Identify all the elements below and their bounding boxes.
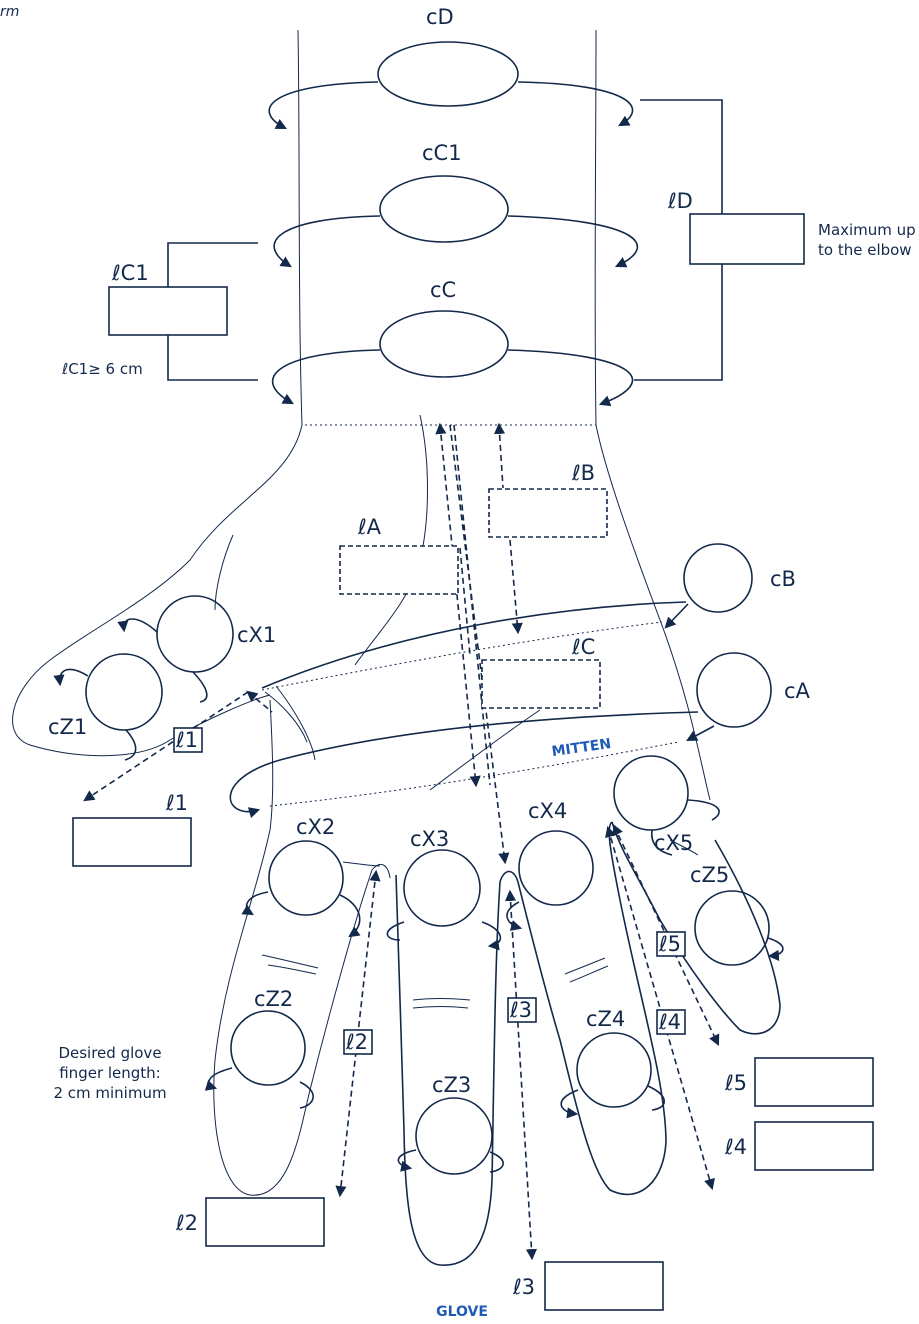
label-cX1: cX1 — [237, 623, 276, 647]
label-cD: cD — [426, 5, 454, 29]
circle-cX3: cX3 — [386, 827, 502, 951]
label-cX3: cX3 — [410, 827, 449, 851]
note-max-elbow-1: Maximum up — [818, 221, 916, 239]
circle-cZ1: cZ1 — [48, 653, 163, 761]
circle-cZ4: cZ4 — [560, 1007, 666, 1119]
svg-text:2 cm minimum: 2 cm minimum — [53, 1084, 166, 1102]
label-lC: ℓC — [571, 635, 595, 659]
label-l1: ℓ1 — [165, 791, 188, 815]
label-cZ1: cZ1 — [48, 715, 87, 739]
length-l4: ℓ4 — [724, 1121, 874, 1171]
label-lB: ℓB — [571, 461, 595, 485]
circle-cX1: cX1 — [117, 595, 276, 703]
circle-cA: cA — [229, 652, 811, 818]
length-l5: ℓ5 — [724, 1057, 874, 1107]
length-arrows — [83, 422, 720, 1261]
circle-cC: cC — [271, 278, 634, 407]
label-cC1: cC1 — [422, 141, 462, 165]
tag-l3: ℓ3 — [507, 997, 537, 1023]
circle-cZ3: cZ3 — [397, 1073, 504, 1175]
svg-text:ℓ3: ℓ3 — [509, 998, 532, 1022]
label-cX2: cX2 — [296, 815, 335, 839]
note-max-elbow-2: to the elbow — [818, 241, 912, 259]
label-cX4: cX4 — [528, 799, 567, 823]
tag-l1: ℓ1 — [173, 727, 203, 753]
label-cZ3: cZ3 — [432, 1073, 471, 1097]
svg-text:finger length:: finger length: — [59, 1064, 161, 1082]
label-cX5: cX5 — [654, 831, 693, 855]
label-l4: ℓ4 — [724, 1135, 747, 1159]
corner-label: rm — [0, 4, 19, 20]
label-lC1: ℓC1 — [111, 261, 149, 285]
circle-cX4: cX4 — [506, 799, 594, 931]
svg-text:ℓ4: ℓ4 — [658, 1010, 681, 1034]
length-l2: ℓ2 — [175, 1197, 325, 1247]
label-cC: cC — [430, 278, 456, 302]
glove-marker: GLOVE — [436, 1304, 488, 1320]
forearm-outline — [297, 29, 597, 426]
label-l5: ℓ5 — [724, 1071, 747, 1095]
length-l1: ℓ1 — [72, 791, 192, 867]
label-lA: ℓA — [357, 515, 382, 539]
svg-text:ℓ5: ℓ5 — [658, 932, 681, 956]
label-cZ2: cZ2 — [254, 987, 293, 1011]
circle-cZ2: cZ2 — [204, 987, 314, 1109]
tag-l5: ℓ5 — [656, 931, 686, 957]
svg-text:ℓ1: ℓ1 — [175, 728, 198, 752]
label-l3: ℓ3 — [512, 1275, 535, 1299]
label-cB: cB — [770, 567, 796, 591]
length-lB: ℓB — [488, 461, 608, 538]
length-lA: ℓA — [339, 515, 459, 595]
label-lD: ℓD — [667, 189, 693, 213]
tag-l2: ℓ2 — [343, 1029, 373, 1055]
length-lC1: ℓC1 ℓC1≥ 6 cm — [61, 242, 258, 381]
length-lC: ℓC — [481, 635, 601, 709]
label-cZ5: cZ5 — [690, 863, 729, 887]
note-lC1-min: ℓC1≥ 6 cm — [61, 360, 143, 378]
circle-cC1: cC1 — [273, 141, 638, 268]
svg-text:ℓ2: ℓ2 — [345, 1030, 368, 1054]
label-cA: cA — [784, 679, 811, 703]
circle-cX2: cX2 — [241, 815, 381, 938]
length-lD: ℓD Maximum up to the elbow — [634, 99, 916, 381]
tag-l4: ℓ4 — [656, 1009, 686, 1035]
label-l2: ℓ2 — [175, 1211, 198, 1235]
svg-text:Desired glove: Desired glove — [58, 1044, 161, 1062]
length-l3: ℓ3 — [512, 1261, 664, 1311]
finger-length-note: Desired glove finger length: 2 cm minimu… — [53, 1044, 166, 1102]
label-cZ4: cZ4 — [586, 1007, 625, 1031]
circle-cD: cD — [268, 5, 634, 130]
